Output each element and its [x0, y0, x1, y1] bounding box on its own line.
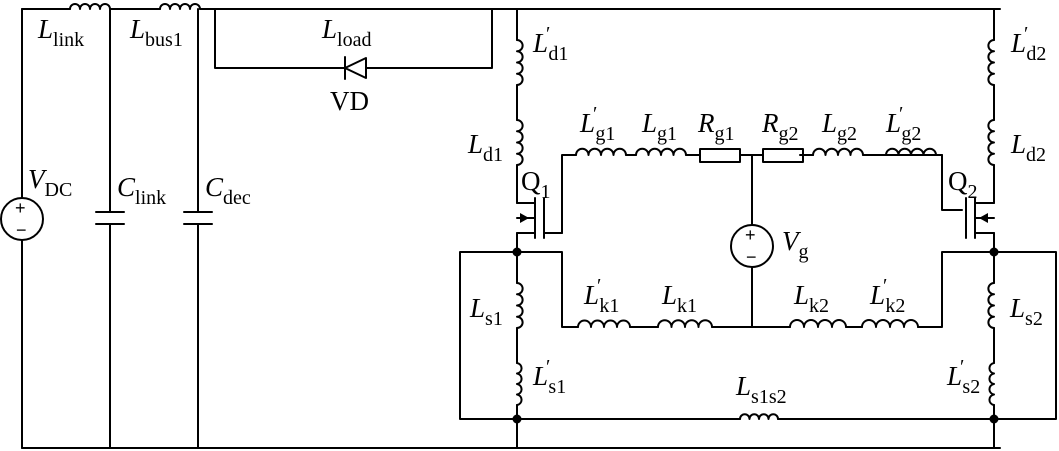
label-l-s1: Ls1 [469, 293, 503, 330]
label-l-s1-prime: L′s1 [532, 356, 566, 398]
label-l-bus1: Lbus1 [129, 14, 183, 51]
inductor-l-bus1 [159, 3, 201, 10]
vdc-minus-sign: − [16, 220, 27, 240]
inductor-l-k1 [657, 319, 713, 328]
vg-plus-sign: + [745, 225, 756, 245]
inductor-l-k1-prime [577, 319, 631, 328]
capacitor-c-dec [183, 211, 213, 225]
vg-minus-sign: − [746, 247, 757, 267]
resistor-r-g1 [699, 148, 741, 163]
label-l-g2-prime: L′g2 [885, 103, 921, 145]
voltage-source-vdc [0, 197, 44, 241]
capacitor-c-link [95, 211, 125, 225]
label-l-d2: Ld2 [1010, 129, 1046, 166]
label-r-g1: Rg1 [697, 108, 735, 145]
label-l-s1s2: Ls1s2 [735, 371, 787, 408]
inductor-l-d2-prime [987, 39, 995, 86]
inductor-l-s2-prime [988, 362, 995, 406]
inductor-l-s2 [987, 282, 995, 329]
label-l-d1-prime: L′d1 [532, 23, 568, 65]
voltage-source-vg [730, 224, 774, 268]
label-l-link: Llink [37, 14, 84, 51]
inductor-l-g1 [635, 147, 687, 156]
mosfet-q1 [516, 197, 545, 239]
label-l-k1-prime: L′k1 [583, 275, 619, 317]
label-l-k2-prime: L′k2 [869, 275, 905, 317]
label-l-d2-prime: L′d2 [1010, 23, 1046, 65]
label-q1: Q1 [521, 166, 551, 203]
inductor-l-k2-prime [861, 319, 919, 328]
inductor-l-g2-prime [885, 147, 937, 156]
inductor-l-d1-prime [516, 39, 524, 86]
label-l-d1: Ld1 [467, 129, 503, 166]
label-l-k2: Lk2 [793, 280, 829, 317]
label-c-link: Clink [117, 172, 166, 209]
inductor-l-g2 [812, 147, 864, 156]
label-v-dc: VDC [28, 164, 72, 201]
label-l-load: Lload [321, 14, 371, 51]
label-r-g2: Rg2 [761, 108, 799, 145]
label-l-g1: Lg1 [641, 108, 677, 145]
label-l-s2: Ls2 [1009, 293, 1043, 330]
inductor-l-k2 [789, 319, 847, 328]
label-v-g: Vg [782, 226, 809, 263]
inductor-l-link [69, 3, 111, 10]
label-l-k1: Lk1 [661, 280, 697, 317]
label-l-s2-prime: L′s2 [946, 356, 980, 398]
label-l-g2: Lg2 [821, 108, 857, 145]
vdc-plus-sign: + [15, 198, 26, 218]
label-c-dec: Cdec [205, 172, 251, 209]
label-vd: VD [330, 86, 369, 116]
wires [21, 8, 1057, 449]
inductor-l-g1-prime [575, 147, 627, 156]
inductor-l-d2 [987, 119, 995, 166]
label-q2: Q2 [948, 166, 978, 203]
diode-vd [329, 56, 371, 80]
inductor-l-s1 [516, 282, 524, 329]
inductor-l-s1-prime [516, 362, 523, 406]
resistor-r-g2 [762, 148, 804, 163]
junction-dots [512, 247, 999, 424]
label-l-g1-prime: L′g1 [579, 103, 615, 145]
mosfet-q2 [965, 197, 995, 239]
inductor-l-s1s2 [739, 413, 779, 420]
inductor-l-d1 [516, 119, 524, 166]
